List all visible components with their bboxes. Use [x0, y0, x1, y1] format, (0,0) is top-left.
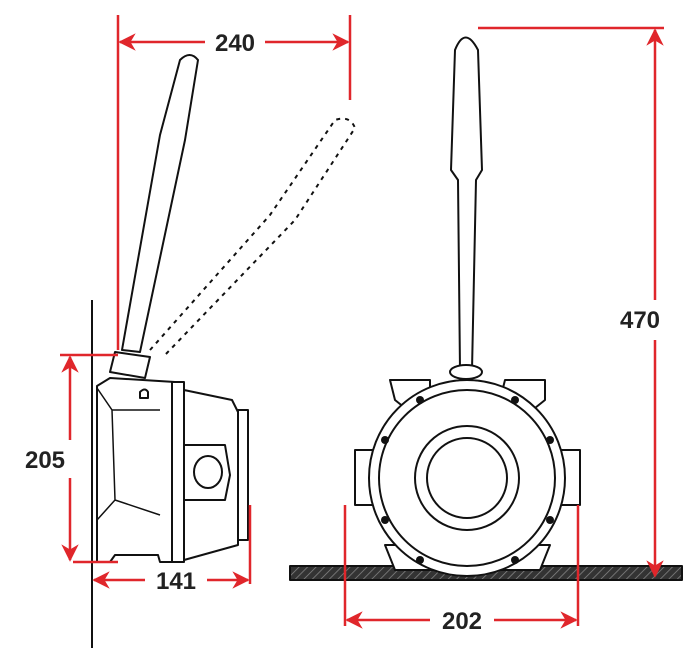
side-view-pump: [91, 54, 357, 648]
side-port: [193, 455, 223, 489]
dimension-470: 470: [478, 26, 664, 578]
side-handle: [121, 54, 199, 353]
pump-port-inner: [426, 437, 508, 519]
handle-swing-dashed: [149, 117, 357, 356]
dimension-205: 205: [25, 353, 118, 564]
dimension-141: 141: [92, 505, 252, 595]
front-view-pump: [289, 36, 683, 581]
dimension-202: 202: [343, 505, 580, 635]
dimension-label-470: 470: [620, 307, 660, 334]
dimension-240: 240: [116, 15, 352, 350]
dimension-label-205: 205: [25, 447, 65, 474]
dimension-label-202: 202: [442, 608, 482, 635]
handle-collar: [109, 351, 151, 379]
front-handle: [450, 36, 483, 371]
side-flange: [171, 381, 185, 563]
dimension-label-240: 240: [215, 30, 255, 57]
dimension-label-141: 141: [156, 568, 196, 595]
